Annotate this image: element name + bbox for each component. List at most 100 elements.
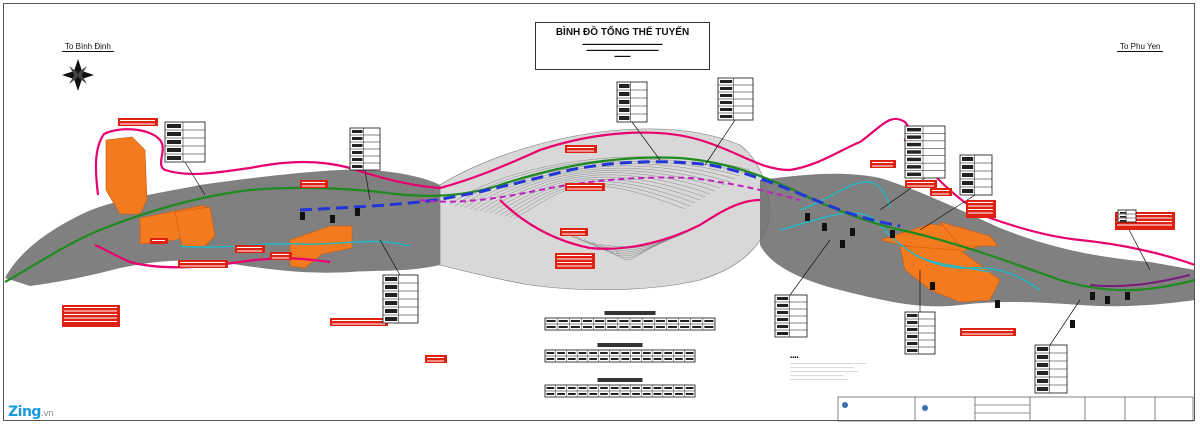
structure-marker: [1070, 320, 1075, 328]
summary-table: [544, 311, 716, 331]
summary-table-cell: [680, 326, 690, 328]
summary-table-cell: [631, 326, 641, 328]
callout-label: [870, 160, 896, 168]
summary-table-cell: [546, 393, 555, 395]
info-table-cell: [720, 101, 733, 104]
summary-table-cell: [610, 387, 619, 389]
summary-tables: [544, 311, 716, 398]
route-magenta-dashed: [419, 176, 801, 203]
contour-line: [607, 236, 671, 259]
compass-nw-point: [69, 66, 78, 76]
contour-line: [499, 179, 701, 216]
summary-table-cell: [582, 320, 593, 322]
summary-table: [544, 343, 696, 363]
info-table-cell: [619, 100, 630, 104]
map-title: BÌNH ĐỒ TỔNG THỂ TUYẾN: [555, 27, 690, 38]
summary-table-cell: [578, 352, 587, 354]
summary-table-cell: [632, 387, 640, 389]
title-block: [837, 396, 1194, 422]
info-table-cell: [907, 128, 921, 132]
callout-box: [555, 253, 595, 269]
summary-table-cell: [685, 352, 694, 354]
leader-line: [919, 194, 976, 231]
summary-table-cell: [621, 393, 630, 395]
info-table-cell: [962, 165, 974, 169]
info-table-cell: [385, 285, 398, 289]
info-table-cell: [907, 349, 918, 352]
summary-table-cell: [578, 358, 587, 360]
info-table-cell: [777, 318, 789, 321]
summary-table-cell: [578, 393, 587, 395]
summary-table-cell: [558, 320, 568, 322]
info-table-cell: [720, 108, 733, 111]
watermark-suffix: .vn: [40, 409, 54, 419]
structure-marker: [300, 212, 305, 220]
summary-table-cell: [570, 320, 580, 322]
route-purple-east: [1089, 274, 1191, 288]
summary-table-cell: [653, 387, 662, 389]
compass-se-point: [78, 74, 87, 84]
notes-text: ────────────────────────────────────────…: [790, 361, 867, 381]
summary-table-cell: [589, 387, 598, 389]
summary-table-cell: [558, 326, 568, 328]
summary-table-cell: [546, 352, 555, 354]
summary-table-cell: [607, 326, 617, 328]
callout-box: [118, 118, 158, 126]
info-table-cell: [352, 130, 363, 133]
leader-line: [184, 161, 206, 196]
info-table-cell: [907, 342, 918, 345]
info-table-cell: [777, 297, 789, 300]
callout-box: [960, 328, 1016, 336]
contour-line: [489, 174, 711, 214]
summary-table-cell: [632, 393, 640, 395]
summary-table-cell: [546, 320, 556, 322]
summary-table-cell: [704, 326, 714, 328]
leader-line: [1049, 299, 1081, 346]
summary-table-cell: [557, 358, 565, 360]
summary-table-cell: [557, 393, 565, 395]
summary-table-cell: [675, 358, 683, 360]
info-table-cell: [167, 156, 181, 160]
zing-watermark: Zing.vn: [8, 404, 54, 420]
compass-sw-point: [69, 74, 78, 84]
leader-line: [364, 169, 371, 201]
summary-table-cell: [664, 358, 673, 360]
summary-table-cell: [610, 393, 619, 395]
info-table-cell: [1120, 216, 1127, 218]
summary-table-cell: [610, 352, 619, 354]
compass-north-point: [74, 59, 82, 75]
callout-label: [565, 145, 597, 153]
contour-line: [484, 172, 716, 213]
callout-box: [330, 318, 388, 326]
summary-table-cell: [692, 326, 702, 328]
north-arrow: [62, 59, 94, 91]
summary-table-cell: [643, 320, 653, 322]
info-table-cell: [962, 189, 974, 193]
river-channel: [914, 254, 991, 273]
info-table-cell: [167, 140, 181, 144]
summary-table-cell: [567, 393, 576, 395]
callout-label: [118, 118, 158, 126]
callout-label: [960, 328, 1016, 336]
info-table-cell: [907, 314, 918, 317]
summary-table-cell: [600, 352, 608, 354]
summary-table-cell: [655, 326, 665, 328]
summary-table-cell: [642, 352, 651, 354]
summary-table-cell: [643, 326, 653, 328]
station-info-tables: [164, 77, 1137, 394]
callout-label: [905, 180, 937, 188]
summary-table: [544, 378, 696, 398]
callout-box: [930, 188, 952, 196]
summary-table-cell: [642, 393, 651, 395]
info-table-cell: [777, 304, 789, 307]
summary-table-cell: [642, 358, 651, 360]
summary-table-cell: [595, 320, 605, 322]
summary-table-title: [604, 311, 656, 315]
info-table: [959, 154, 993, 196]
callout-box: [235, 245, 265, 253]
title-block-frame: [837, 396, 1194, 422]
summary-table-cell: [653, 393, 662, 395]
callout-label: [560, 228, 588, 236]
